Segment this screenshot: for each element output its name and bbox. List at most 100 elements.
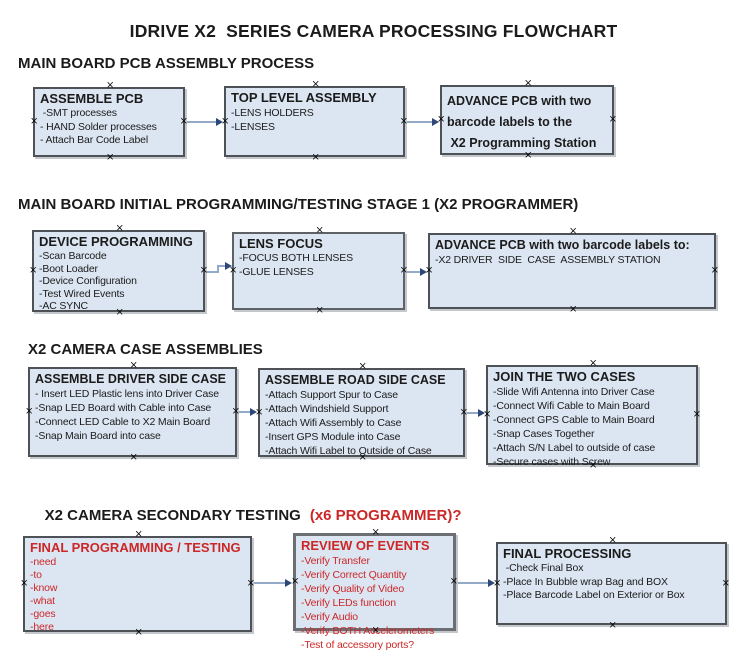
box-item: -Connect Wifi Cable to Main Board <box>493 400 650 412</box>
flow-arrow-icon <box>467 409 485 417</box>
section-heading-pcb-assembly: MAIN BOARD PCB ASSEMBLY PROCESS <box>18 55 315 72</box>
box-item: -X2 DRIVER SIDE CASE ASSEMBLY STATION <box>435 254 661 266</box>
box-item: -Secure cases with Screw <box>493 456 611 468</box>
connector-x-icon: × <box>493 577 502 589</box>
box-item: -Snap Main Board into case <box>35 430 161 442</box>
connector-x-icon: × <box>483 409 492 420</box>
box-item: -Test Wired Events <box>39 287 125 300</box>
connector-x-icon: × <box>29 265 38 276</box>
box-item: -SMT processes <box>40 107 117 119</box>
section-heading-secondary-testing-red: (x6 PROGRAMMER)? <box>309 507 462 524</box>
section-heading-initial-programming: MAIN BOARD INITIAL PROGRAMMING/TESTING S… <box>18 196 579 213</box>
box-item: -Attach Support Spur to Case <box>265 389 398 401</box>
box-item: barcode labels to the <box>447 115 573 129</box>
box-item: - Insert LED Plastic lens into Driver Ca… <box>35 388 219 400</box>
box-item: -Slide Wifi Antenna into Driver Case <box>493 386 655 398</box>
page-title: IDRIVE X2 SERIES CAMERA PROCESSING FLOWC… <box>129 21 618 41</box>
connector-x-icon: × <box>129 360 138 371</box>
box-item: -GLUE LENSES <box>239 265 314 278</box>
box-items: -need-to-know-what-goes-here <box>30 556 245 633</box>
box-items: -Attach Support Spur to Case -Attach Wind… <box>265 388 458 458</box>
box-item: -Verify Transfer <box>301 555 370 567</box>
box-item: -Device Configuration <box>39 275 137 288</box>
box-items: -FOCUS BOTH LENSES-GLUE LENSES <box>239 252 398 279</box>
connector-x-icon: × <box>315 305 324 316</box>
box-items: -Slide Wifi Antenna into Driver Case -Con… <box>493 385 691 469</box>
flow-box-top-level-assembly: × × × × TOP LEVEL ASSEMBLY -LENS HOLDERS… <box>221 80 408 163</box>
connector-x-icon: × <box>569 304 578 315</box>
connector-x-icon: × <box>710 265 719 276</box>
connector-x-icon: × <box>179 116 188 127</box>
connector-x-icon: × <box>524 150 533 161</box>
section-heading-secondary-testing: X2 CAMERA SECONDARY TESTING(x6 PROGRAMME… <box>28 490 462 541</box>
box-item: X2 Programming Station <box>447 136 597 150</box>
box-item: -what <box>30 594 55 607</box>
flow-arrow-icon <box>254 579 292 587</box>
flow-box-lens-focus: × × × × LENS FOCUS -FOCUS BOTH LENSES-GL… <box>229 226 408 316</box>
flow-box-advance-pcb-driver-station: × × × × ADVANCE PCB with two barcode lab… <box>425 227 719 315</box>
box-items: -Verify Transfer -Verify Correct Quantity… <box>301 554 448 652</box>
flow-box-final-processing: × × × × FINAL PROCESSING -Check Final Bo… <box>493 536 730 631</box>
box-item: -Snap LED Board with Cable into Case <box>35 402 212 414</box>
connector-x-icon: × <box>291 576 300 587</box>
flow-arrow-elbow-icon <box>206 262 232 273</box>
connector-x-icon: × <box>358 452 367 463</box>
box-item: -to <box>30 568 42 581</box>
flow-box-assemble-road-side-case: × × × × ASSEMBLE ROAD SIDE CASE -Attach … <box>255 362 468 463</box>
box-item: -Attach Windshield Support <box>265 403 389 415</box>
connector-x-icon: × <box>608 535 617 546</box>
flow-box-final-programming-testing: × × × × FINAL PROGRAMMING / TESTING -nee… <box>20 530 255 638</box>
box-item: -Boot Loader <box>39 262 98 275</box>
box-item: -Check Final Box <box>503 562 584 574</box>
connector-x-icon: × <box>134 529 143 540</box>
connector-x-icon: × <box>399 265 408 276</box>
connector-x-icon: × <box>129 452 138 463</box>
box-item: -LENSES <box>231 121 275 133</box>
box-items: -Scan Barcode-Boot Loader-Device Configu… <box>39 250 198 313</box>
connector-x-icon: × <box>315 225 324 236</box>
box-item: -Insert GPS Module into Case <box>265 431 401 443</box>
box-item: -Connect GPS Cable to Main Board <box>493 414 655 426</box>
box-item: -Verify Correct Quantity <box>301 569 407 581</box>
box-item: -Verify BOTH Accelerometers <box>301 625 435 637</box>
box-item: -goes <box>30 607 56 620</box>
box-item: -AC SYNC <box>39 300 88 313</box>
connector-x-icon: × <box>425 265 434 276</box>
box-item: - HAND Solder processes <box>40 120 157 133</box>
connector-x-icon: × <box>106 80 115 91</box>
box-title: DEVICE PROGRAMMING <box>39 234 193 249</box>
box-title: ADVANCE PCB with two barcode labels to: <box>435 238 690 252</box>
connector-x-icon: × <box>721 577 730 589</box>
box-item: -FOCUS BOTH LENSES <box>239 252 353 264</box>
connector-x-icon: × <box>524 78 533 89</box>
box-items: -X2 DRIVER SIDE CASE ASSEMBLY STATION <box>435 253 709 267</box>
box-item: -know <box>30 581 58 594</box>
box-title: ASSEMBLE DRIVER SIDE CASE <box>35 372 227 386</box>
flow-arrow-icon <box>407 118 439 126</box>
section-heading-case-assemblies: X2 CAMERA CASE ASSEMBLIES <box>28 341 263 358</box>
box-title: ASSEMBLE ROAD SIDE CASE <box>265 373 446 387</box>
connector-x-icon: × <box>311 152 320 163</box>
connector-x-icon: × <box>692 409 701 420</box>
box-title: FINAL PROGRAMMING / TESTING <box>30 540 241 555</box>
connector-x-icon: × <box>608 114 617 125</box>
box-title: LENS FOCUS <box>239 236 323 251</box>
connector-x-icon: × <box>449 576 458 587</box>
box-item: -Connect LED Cable to X2 Main Board <box>35 416 211 428</box>
box-items: -LENS HOLDERS -LENSES <box>231 106 398 134</box>
connector-x-icon: × <box>311 79 320 90</box>
flow-box-join-the-two-cases: × × × × JOIN THE TWO CASES -Slide Wifi A… <box>483 359 701 471</box>
box-item: -LENS HOLDERS <box>231 107 314 119</box>
connector-x-icon: × <box>371 527 380 538</box>
box-title: TOP LEVEL ASSEMBLY <box>231 90 377 105</box>
connector-x-icon: × <box>115 307 124 318</box>
box-item: -Attach Wifi Label to Outside of Case <box>265 445 432 457</box>
flow-box-assemble-driver-side-case: × × × × ASSEMBLE DRIVER SIDE CASE - Inse… <box>25 361 240 463</box>
connector-x-icon: × <box>399 115 408 127</box>
flow-arrow-icon <box>458 579 495 587</box>
box-title: ASSEMBLE PCB <box>40 91 144 106</box>
connector-x-icon: × <box>134 627 143 638</box>
